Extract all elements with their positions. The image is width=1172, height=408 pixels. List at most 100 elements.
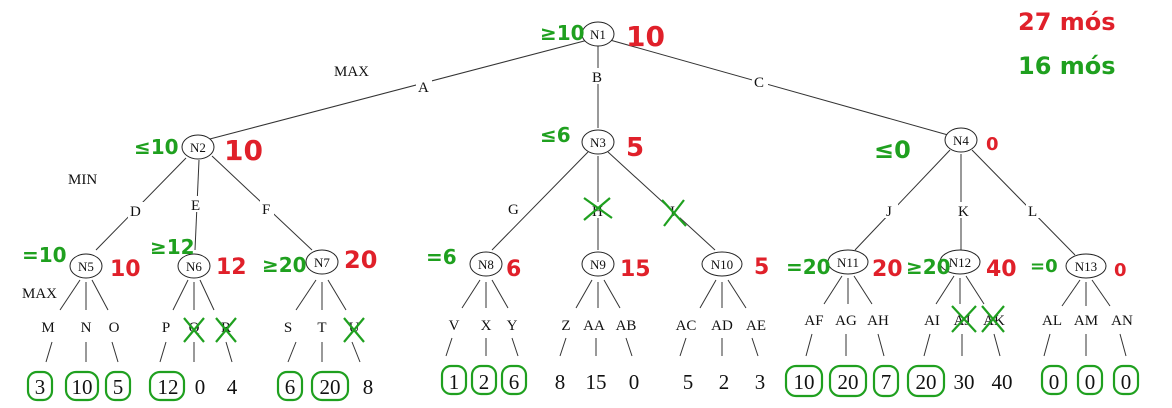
branch-label: AM — [1074, 313, 1098, 329]
edge-n6-r — [199, 279, 215, 311]
green-bound-n8: =6 — [426, 245, 457, 269]
leaf-value: 2 — [719, 370, 730, 394]
branch-label: Y — [507, 318, 518, 334]
node-n6: N6 — [177, 253, 211, 279]
green-bound-n2: ≤10 — [134, 135, 179, 159]
prune-cross-icon — [951, 305, 977, 333]
edge-n8-v — [461, 279, 481, 309]
node-n2: N2 — [181, 134, 215, 160]
node-n8: N8 — [469, 251, 503, 277]
branch-label: U — [349, 320, 360, 336]
edge-n11-ah — [853, 275, 873, 305]
edge-n12-ai — [935, 275, 955, 305]
leaf-value: 5 — [683, 370, 694, 394]
branch-label: V — [449, 318, 460, 334]
red-value-n12: 40 — [986, 257, 1017, 282]
branch-label: AN — [1111, 313, 1133, 329]
node-n11: N11 — [827, 249, 869, 275]
green-bound-n3: ≤6 — [540, 123, 571, 147]
node-label: N13 — [1075, 259, 1097, 274]
leaf-value: 0 — [1049, 370, 1060, 394]
leaf-value: 3 — [35, 375, 46, 399]
branch-label: D — [130, 204, 141, 220]
node-n3: N3 — [581, 129, 615, 155]
prune-cross-icon — [215, 317, 237, 343]
prune-cross-icon — [183, 317, 205, 343]
leaf-value: 8 — [363, 375, 374, 399]
leaf-value: 8 — [555, 370, 566, 394]
leaf-value: 6 — [285, 375, 296, 399]
edge-n10-ae — [727, 279, 747, 309]
edge-n10-ac — [699, 279, 717, 309]
green-bound-n1: ≥10 — [540, 21, 585, 45]
prune-cross-icon — [981, 305, 1005, 333]
branch-label: AH — [867, 313, 889, 329]
green-bound-n11: =20 — [786, 255, 831, 279]
branch-label: O — [109, 320, 120, 336]
legend-red-time: 27 mós — [1018, 8, 1116, 36]
edge-n1-n2 — [205, 39, 589, 141]
leaf-value: 12 — [158, 375, 179, 399]
branch-label: T — [317, 320, 326, 336]
green-bound-n6: ≥12 — [150, 235, 195, 259]
branch-label: AF — [804, 313, 823, 329]
red-value-n5: 10 — [110, 257, 141, 282]
green-bound-n13: =0 — [1030, 256, 1058, 277]
node-n9: N9 — [581, 251, 615, 277]
prune-cross-icon — [661, 199, 687, 227]
edges — [45, 39, 1127, 363]
branch-label: F — [262, 202, 270, 218]
edge-n13-an — [1091, 279, 1111, 307]
leaf-value: 0 — [195, 375, 206, 399]
prune-crosses — [183, 197, 1005, 343]
red-value-n11: 20 — [872, 257, 903, 282]
edge-n11-af — [823, 275, 843, 305]
branch-label: G — [508, 202, 519, 218]
branch-label: X — [481, 318, 492, 334]
branch-label: Z — [561, 318, 570, 334]
green-bound-n4: ≤0 — [874, 136, 911, 164]
branch-label: C — [754, 75, 764, 91]
leaf-value: 5 — [113, 375, 124, 399]
leaf-value: 20 — [838, 370, 859, 394]
legend-green-time: 16 mós — [1018, 52, 1116, 80]
leaf-value: 10 — [72, 375, 93, 399]
branch-label: J — [886, 204, 892, 220]
red-value-n9: 15 — [620, 257, 651, 282]
leaf-value: 0 — [629, 370, 640, 394]
edge-n5-m — [59, 279, 81, 311]
red-value-n2: 10 — [224, 134, 263, 167]
green-bounds: ≥10 ≤10 ≤6 ≤0 =10 ≥12 ≥20 =6 =20 ≥20 =0 — [22, 21, 1058, 279]
leaf-value: 6 — [509, 370, 520, 394]
edge-n1-n4 — [609, 39, 949, 136]
node-label: N1 — [590, 27, 606, 42]
node-label: N8 — [478, 257, 494, 272]
leaf-values: 3 10 5 12 0 4 6 20 8 1 2 6 8 15 0 5 2 3 … — [35, 370, 1132, 399]
node-label: N7 — [314, 255, 330, 270]
node-label: N5 — [78, 259, 94, 274]
red-value-n3: 5 — [626, 133, 644, 163]
leaf-value: 15 — [586, 370, 607, 394]
red-value-n6: 12 — [216, 255, 247, 280]
node-label: N2 — [190, 140, 206, 155]
edge-n5-o — [91, 279, 109, 311]
node-label: N10 — [711, 257, 733, 272]
node-label: N9 — [590, 257, 606, 272]
node-n1: N1 — [581, 21, 615, 47]
node-n5: N5 — [69, 253, 103, 279]
branch-label: P — [162, 320, 170, 336]
branch-label: AD — [711, 318, 733, 334]
green-bound-n7: ≥20 — [262, 253, 307, 277]
node-label: N4 — [953, 133, 969, 148]
branch-label: R — [221, 320, 231, 336]
node-label: N11 — [837, 255, 859, 270]
edge-n9-z — [575, 279, 593, 309]
edge-n12-ak — [965, 275, 985, 305]
leaf-value: 20 — [320, 375, 341, 399]
green-bound-n12: ≥20 — [906, 255, 951, 279]
edge-n8-y — [491, 279, 509, 309]
branch-label: AE — [746, 318, 766, 334]
red-value-n13: 0 — [1114, 260, 1127, 281]
branch-label: AC — [676, 318, 697, 334]
